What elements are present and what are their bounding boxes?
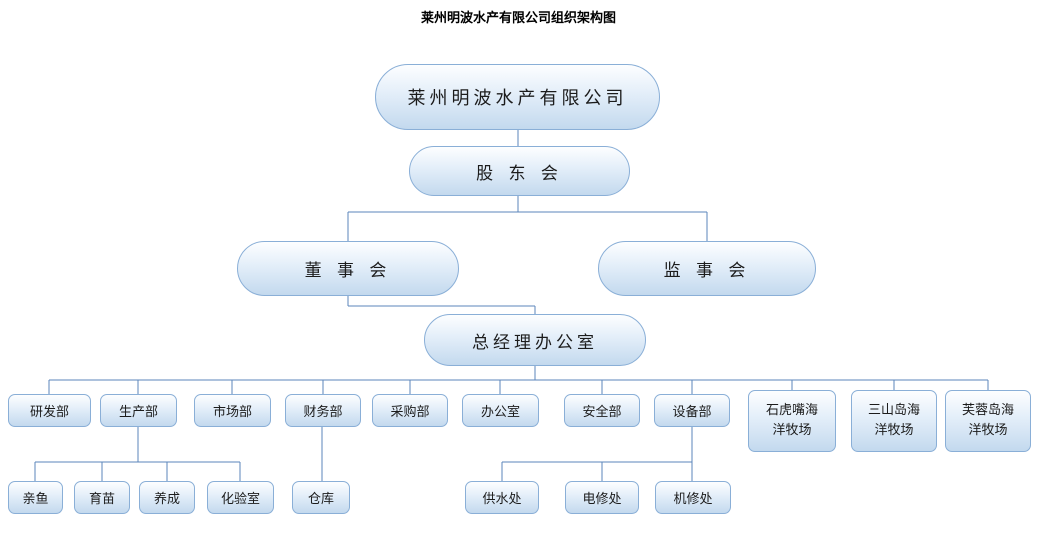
node-unit-broodstock: 亲鱼 <box>8 481 63 514</box>
node-unit-electrical-repair: 电修处 <box>565 481 639 514</box>
node-unit-water-supply: 供水处 <box>465 481 539 514</box>
node-gm-office: 总经理办公室 <box>424 314 646 366</box>
node-unit-fry: 育苗 <box>74 481 130 514</box>
node-dept-production: 生产部 <box>100 394 177 427</box>
node-shareholders-meeting: 股 东 会 <box>409 146 630 196</box>
node-unit-machine-repair: 机修处 <box>655 481 731 514</box>
chart-title: 莱州明波水产有限公司组织架构图 <box>420 11 616 26</box>
node-dept-market: 市场部 <box>194 394 271 427</box>
node-unit-growout: 养成 <box>139 481 195 514</box>
node-ranch-sanshandao: 三山岛海洋牧场 <box>851 390 937 452</box>
node-supervisory-board: 监 事 会 <box>598 241 816 296</box>
node-company: 莱州明波水产有限公司 <box>375 64 660 130</box>
node-ranch-shihuzui: 石虎嘴海洋牧场 <box>748 390 836 452</box>
node-dept-equipment: 设备部 <box>654 394 730 427</box>
node-dept-rd: 研发部 <box>8 394 91 427</box>
node-unit-warehouse: 仓库 <box>292 481 350 514</box>
node-board-of-directors: 董 事 会 <box>237 241 459 296</box>
node-unit-lab: 化验室 <box>207 481 274 514</box>
node-dept-procurement: 采购部 <box>372 394 448 427</box>
node-dept-office: 办公室 <box>462 394 539 427</box>
node-ranch-furongdao: 芙蓉岛海洋牧场 <box>945 390 1031 452</box>
node-dept-safety: 安全部 <box>564 394 640 427</box>
node-dept-finance: 财务部 <box>285 394 361 427</box>
